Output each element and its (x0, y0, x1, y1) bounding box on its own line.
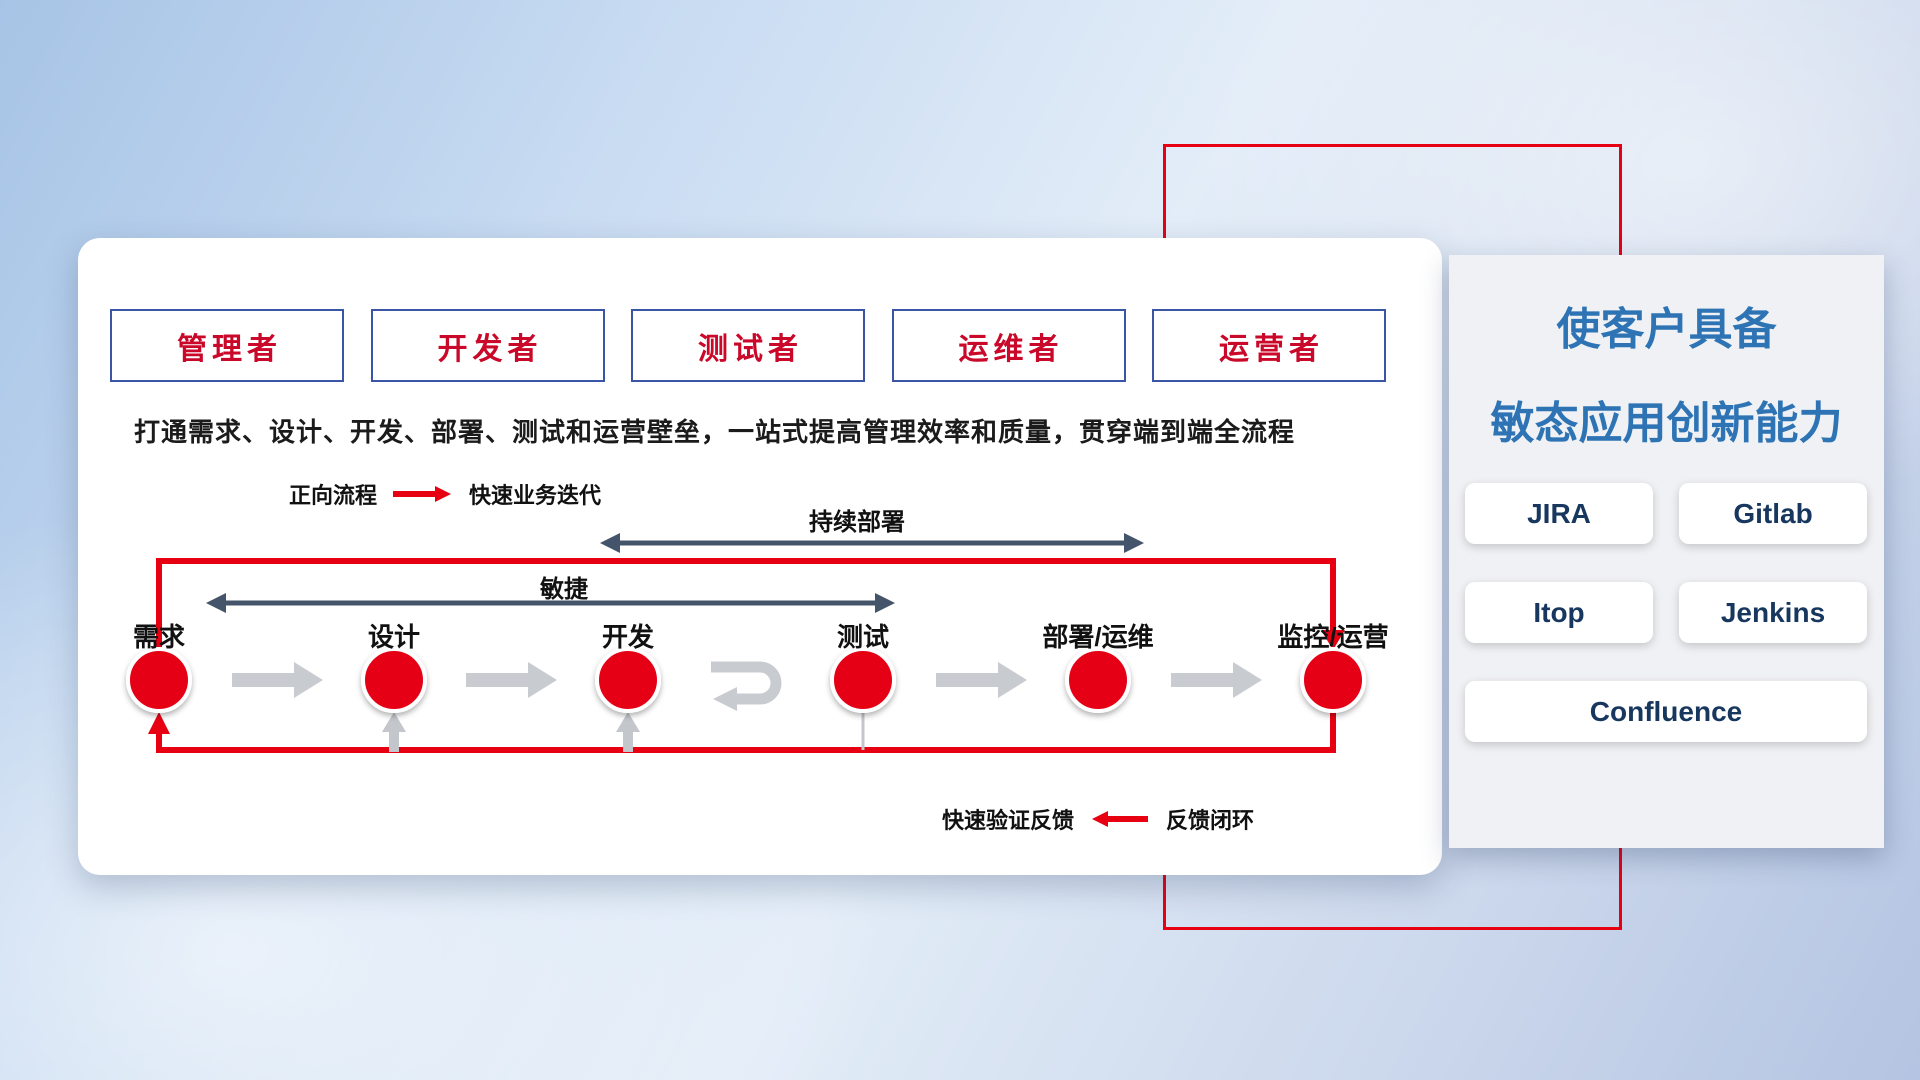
tool-grid: JIRA Gitlab Itop Jenkins Confluence (1465, 483, 1867, 742)
role-box-operator: 运营者 (1152, 309, 1386, 382)
role-box-ops: 运维者 (891, 309, 1126, 382)
feedback-legend-value: 反馈闭环 (1166, 808, 1255, 833)
left-arrow-icon (1092, 811, 1149, 827)
iterate-loop-icon (711, 661, 782, 705)
forward-flow-legend-label: 正向流程 (289, 483, 378, 508)
capability-title-line2: 敏态应用创新能力 (1490, 399, 1843, 448)
flow-arrow-icon (936, 662, 1027, 698)
tool-chip-gitlab: Gitlab (1679, 483, 1867, 544)
role-box-manager: 管理者 (110, 309, 344, 382)
panel-description: 打通需求、设计、开发、部署、测试和运营壁垒，一站式提高管理效率和质量，贯穿端到端… (134, 417, 1296, 447)
right-arrow-icon (393, 486, 452, 502)
cd-span-arrowhead-right-icon (1124, 533, 1144, 553)
forward-flow-legend: 正向流程 快速业务迭代 (289, 478, 601, 510)
stage-label-develop: 开发 (601, 622, 655, 652)
flow-arrow-icon (466, 662, 557, 698)
feedback-loop-line (156, 708, 1336, 753)
capability-title-line1: 使客户具备 (1556, 305, 1777, 354)
stage-label-deploy-ops: 部署/运维 (1042, 622, 1154, 652)
stage-node-deploy-ops (1065, 647, 1131, 713)
feedback-legend: 快速验证反馈 反馈闭环 (942, 803, 1254, 835)
stage-node-design (361, 647, 427, 713)
flow-arrow-icon (232, 662, 323, 698)
stage-node-develop (595, 647, 661, 713)
devops-flow-panel: 管理者 开发者 测试者 运维者 运营者 打通需求、设计、开发、部署、测试和运营壁… (78, 238, 1442, 875)
forward-loop-line (156, 558, 1336, 652)
flow-arrow-icon (1171, 662, 1262, 698)
forward-flow-legend-value: 快速业务迭代 (469, 483, 602, 508)
stage-label-design: 设计 (367, 622, 421, 652)
stage-node-requirements (126, 647, 192, 713)
stage-node-monitor-operate (1300, 647, 1366, 713)
stage-label-requirements: 需求 (132, 622, 186, 652)
continuous-deploy-span-label: 持续部署 (809, 509, 905, 536)
cd-span-arrowhead-left-icon (600, 533, 620, 553)
feedback-legend-label: 快速验证反馈 (942, 808, 1075, 833)
tool-chip-itop: Itop (1465, 582, 1653, 643)
tool-chip-confluence: Confluence (1465, 681, 1867, 742)
role-box-tester: 测试者 (631, 309, 865, 382)
role-box-developer: 开发者 (370, 309, 605, 382)
iterate-loop-arrowhead-icon (713, 687, 737, 711)
roles-row: 管理者 开发者 测试者 运维者 运营者 (110, 309, 1386, 382)
capability-panel: 使客户具备 敏态应用创新能力 JIRA Gitlab Itop Jenkins … (1449, 255, 1884, 848)
tool-chip-jira: JIRA (1465, 483, 1653, 544)
stage-label-test: 测试 (836, 622, 890, 652)
feedback-loop-arrowhead-icon (148, 712, 170, 734)
agile-span-label: 敏捷 (540, 576, 588, 603)
stage-label-monitor-operate: 监控/运营 (1277, 622, 1389, 652)
feedback-up-arrow-icon (382, 712, 406, 752)
feedback-up-arrow-icon (616, 712, 640, 752)
agile-span-arrowhead-left-icon (206, 593, 226, 613)
stage-node-test (830, 647, 896, 713)
tool-chip-jenkins: Jenkins (1679, 582, 1867, 643)
agile-span-arrowhead-right-icon (875, 593, 895, 613)
